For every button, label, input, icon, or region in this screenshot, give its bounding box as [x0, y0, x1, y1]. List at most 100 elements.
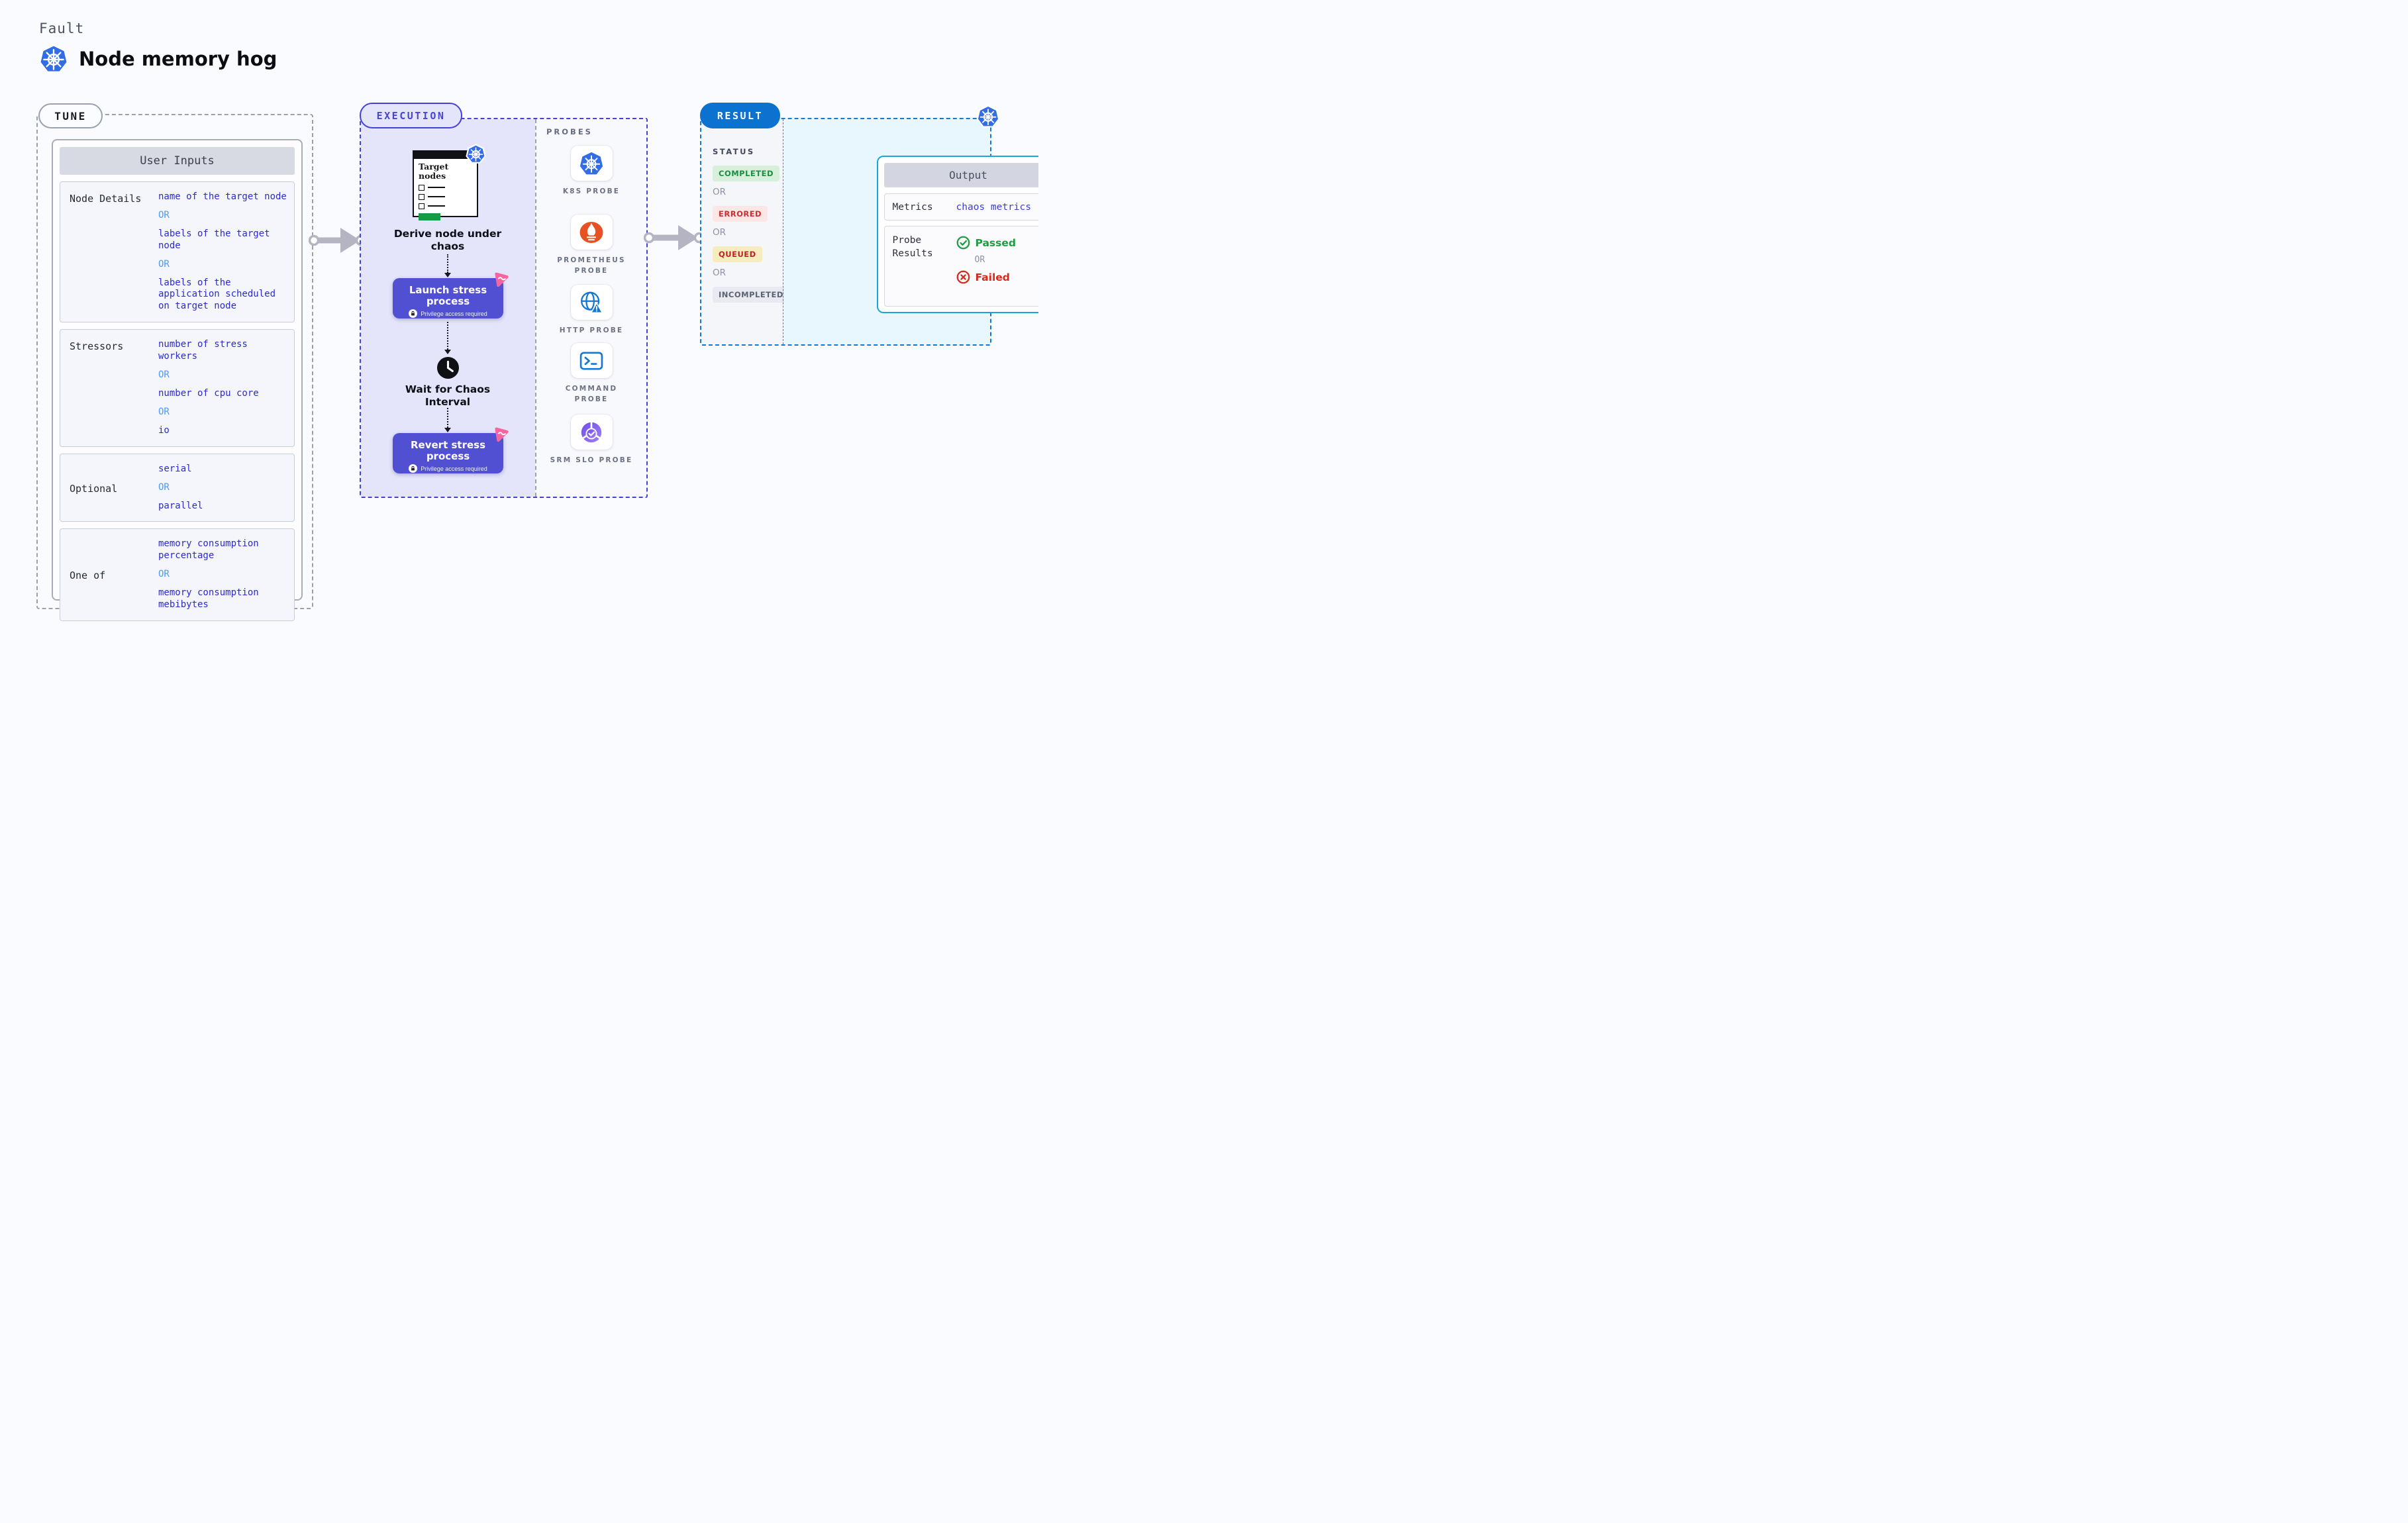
- terminal-icon: [579, 352, 603, 369]
- input-row-values: number of stress workers OR number of cp…: [158, 339, 289, 436]
- chaos-badge-icon: [495, 427, 509, 442]
- metrics-value: chaos metrics: [956, 201, 1032, 213]
- or-separator: OR: [158, 406, 170, 417]
- arrow-execution-to-result: [644, 225, 705, 250]
- failed-row: Failed: [956, 270, 1016, 284]
- probe-card: [570, 285, 613, 320]
- or-separator: OR: [713, 187, 727, 197]
- probe-item-http: HTTP PROBE: [536, 285, 646, 336]
- or-separator: OR: [713, 268, 727, 278]
- input-value: memory consumption percentage: [158, 538, 259, 562]
- output-header: Output: [883, 163, 1038, 187]
- input-value: parallel: [158, 500, 203, 511]
- input-row-label: Optional: [70, 482, 118, 495]
- or-separator: OR: [158, 481, 170, 493]
- probe-card: [570, 215, 613, 250]
- probe-item-prometheus: PROMETHEUS PROBE: [536, 215, 646, 277]
- status-column: STATUS COMPLETED OR ERRORED OR QUEUED OR…: [701, 119, 789, 344]
- input-value: labels of the application scheduled on t…: [158, 277, 276, 312]
- button-subtitle: Privilege access required: [421, 310, 487, 317]
- target-checklist-item: [419, 193, 472, 200]
- probe-label: K8S PROBE: [562, 187, 621, 195]
- status-header: STATUS: [713, 147, 755, 156]
- status-badge-queued: QUEUED: [713, 246, 762, 262]
- input-row-optional: Optional serial OR parallel: [60, 453, 295, 522]
- probes-header: PROBES: [546, 127, 593, 136]
- or-separator: OR: [158, 369, 170, 381]
- fault-diagram: Fault Node memory hog TUNE User Inputs N…: [0, 0, 1038, 657]
- revert-stress-process-button[interactable]: Revert stress process Privilege access r…: [393, 427, 509, 473]
- button-subtitle: Privilege access required: [421, 465, 487, 472]
- page-title-row: Node memory hog: [38, 44, 277, 74]
- probe-card: [570, 415, 613, 450]
- input-row-stressors: Stressors number of stress workers OR nu…: [60, 329, 295, 447]
- input-row-values: memory consumption percentage OR memory …: [158, 538, 289, 611]
- metrics-label: Metrics: [892, 201, 933, 213]
- target-card-title: Target nodes: [419, 162, 449, 181]
- page-title: Node memory hog: [79, 48, 277, 70]
- probe-item-k8s: K8S PROBE: [536, 146, 646, 197]
- input-value: name of the target node: [158, 191, 287, 202]
- tune-panel: User Inputs Node Details name of the tar…: [36, 114, 313, 621]
- chaos-badge-icon: [495, 272, 509, 287]
- or-separator: OR: [713, 227, 727, 238]
- globe-alert-icon: [581, 291, 603, 313]
- lock-icon: [409, 309, 418, 319]
- failed-label: Failed: [975, 271, 1010, 283]
- probe-label: HTTP PROBE: [559, 326, 624, 334]
- line-placeholder: [428, 205, 445, 207]
- target-card-titlebar: [414, 152, 477, 159]
- kubernetes-icon: [39, 44, 68, 73]
- button-title: Revert stress process: [411, 438, 485, 462]
- input-row-label: Node Details: [70, 193, 142, 205]
- input-row-node-details: Node Details name of the target node OR …: [60, 181, 295, 323]
- or-separator: OR: [158, 209, 170, 221]
- button-title: Launch stress process: [409, 283, 487, 307]
- arrow-down-icon: [444, 350, 451, 354]
- flow-connector: [447, 322, 448, 350]
- wait-chaos-interval-label: Wait for Chaos Interval: [405, 383, 491, 409]
- input-value: number of cpu core: [158, 387, 259, 399]
- target-card-body: Target nodes: [414, 159, 477, 221]
- output-card: Output Metrics chaos metrics Probe Resul…: [876, 156, 1038, 313]
- metrics-row: Metrics chaos metrics: [883, 193, 1038, 221]
- launch-stress-process-button[interactable]: Launch stress process Privilege access r…: [393, 272, 509, 319]
- tune-badge: TUNE: [38, 103, 103, 128]
- input-value: serial: [158, 463, 192, 474]
- probe-label: SRM SLO PROBE: [550, 456, 633, 464]
- target-checklist-item: [419, 203, 472, 209]
- probe-results-label: Probe Results: [892, 235, 933, 259]
- line-placeholder: [428, 187, 445, 189]
- probe-item-command: COMMAND PROBE: [536, 343, 646, 405]
- status-badge-completed: COMPLETED: [713, 166, 780, 181]
- probe-results-values: Passed OR Failed: [956, 234, 1016, 298]
- probe-results-row: Probe Results Passed OR: [883, 226, 1038, 307]
- probes-divider: [535, 119, 536, 497]
- button-subtitle-row: Privilege access required: [393, 464, 503, 473]
- slo-donut-icon: [581, 420, 602, 442]
- flow-connector: [447, 254, 448, 273]
- probe-label: COMMAND PROBE: [565, 385, 618, 404]
- or-separator: OR: [158, 258, 170, 270]
- x-circle-icon: [956, 270, 970, 284]
- derive-node-label: Derive node under chaos: [393, 228, 502, 253]
- passed-row: Passed: [956, 236, 1016, 250]
- kubernetes-icon: [466, 144, 486, 164]
- user-inputs-header: User Inputs: [60, 147, 295, 175]
- input-row-label: One of: [70, 569, 106, 582]
- or-separator: OR: [158, 569, 170, 580]
- line-placeholder: [428, 196, 445, 198]
- input-row-values: name of the target node OR labels of the…: [158, 191, 289, 313]
- progress-bar: [419, 213, 440, 221]
- probe-label: PROMETHEUS PROBE: [557, 256, 626, 275]
- input-value: io: [158, 424, 170, 436]
- or-separator: OR: [974, 255, 985, 265]
- arrow-down-icon: [444, 273, 451, 277]
- checkbox-icon: [419, 184, 425, 191]
- status-badge-errored: ERRORED: [713, 206, 768, 222]
- probe-card: [570, 146, 613, 181]
- kubernetes-icon: [579, 152, 603, 174]
- passed-label: Passed: [975, 236, 1016, 249]
- input-row-label: Stressors: [70, 340, 124, 353]
- input-row-one-of: One of memory consumption percentage OR …: [60, 528, 295, 621]
